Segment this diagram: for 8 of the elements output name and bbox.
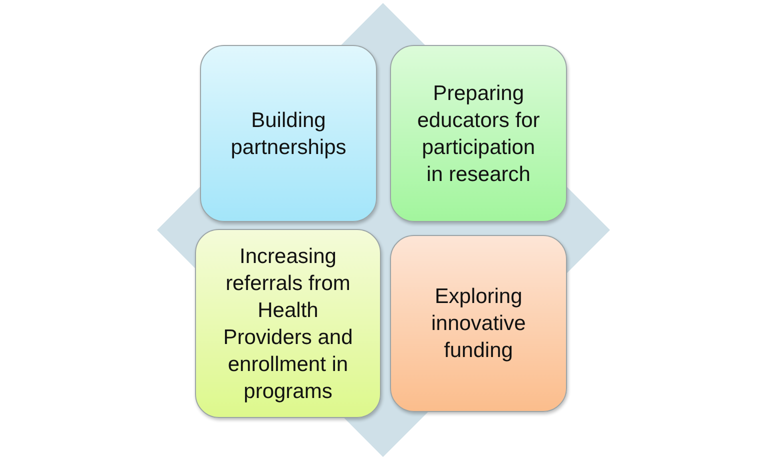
box-label: Increasing referrals from Health Providers and enrollment in programs [222, 244, 354, 404]
rounded-box [390, 235, 567, 412]
rounded-box [390, 45, 567, 222]
box-label: Exploring innovative funding [430, 284, 527, 364]
box-label: Building partnerships [230, 108, 348, 160]
rounded-box [195, 229, 381, 418]
box-label: Preparing educators for participation in research [416, 80, 541, 188]
rounded-box [200, 45, 377, 222]
